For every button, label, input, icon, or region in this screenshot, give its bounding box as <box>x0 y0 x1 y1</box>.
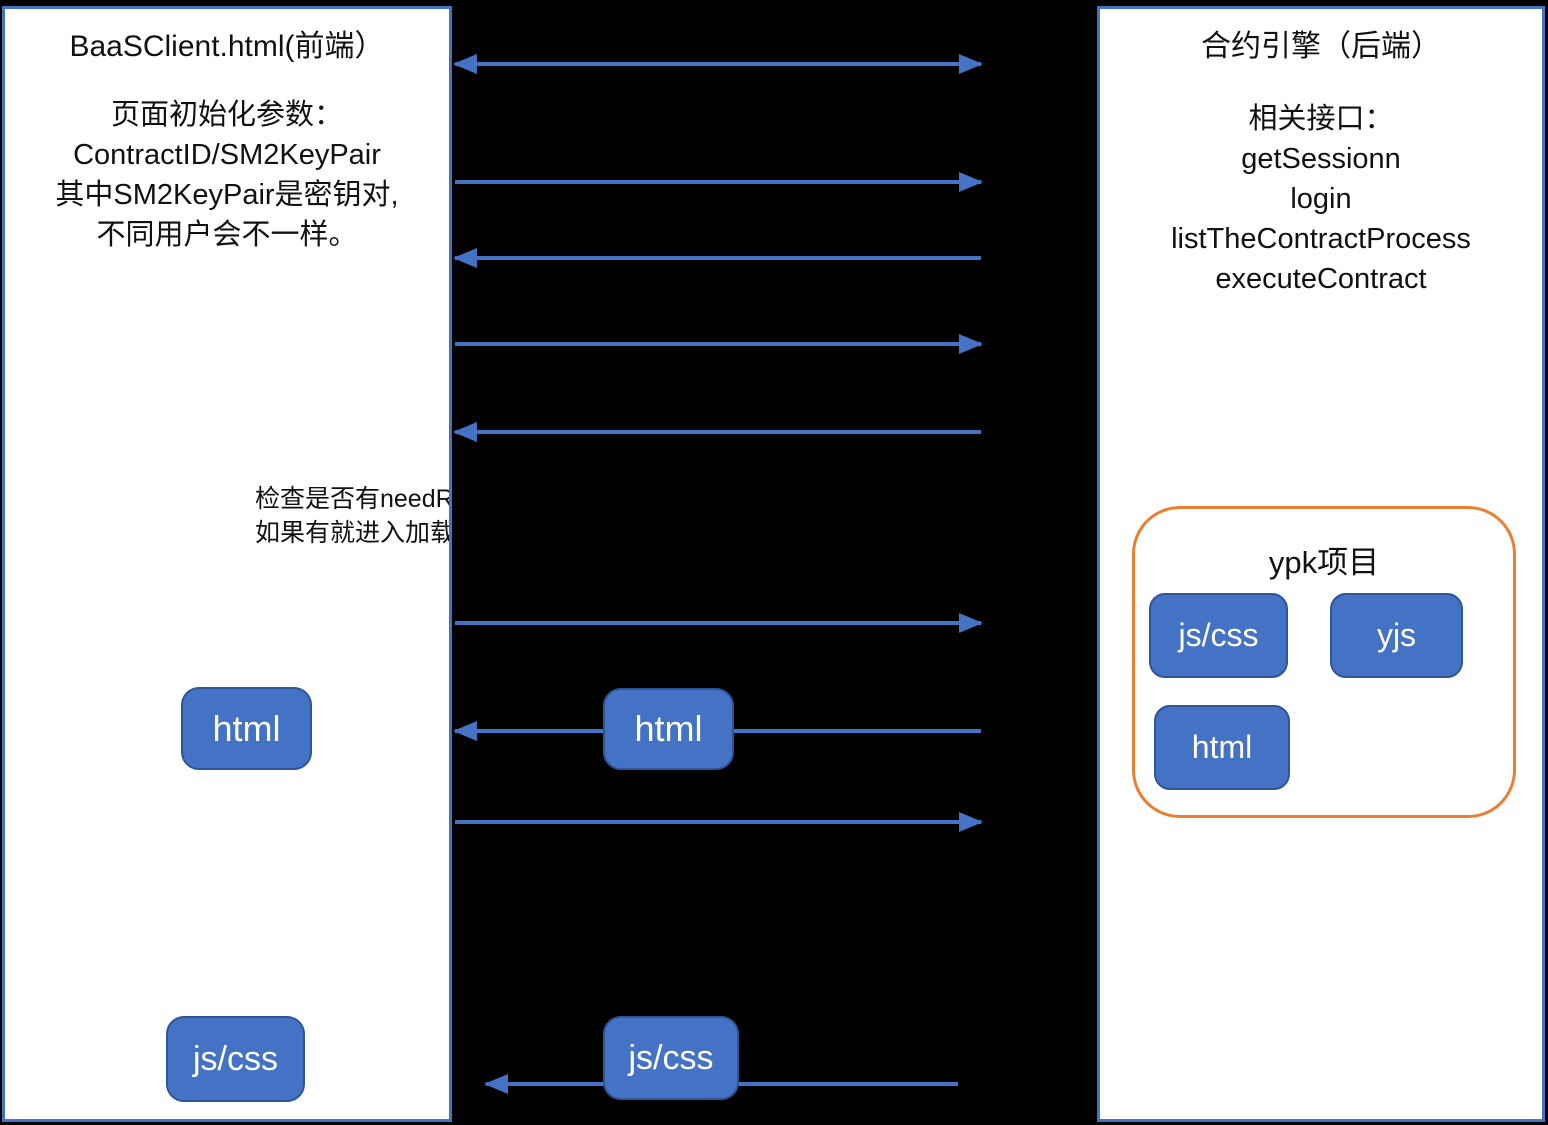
transfer-html-label: html <box>634 708 703 749</box>
ypk-yjs-box: yjs <box>1330 593 1463 678</box>
backend-api-line-4: listTheContractProcess <box>1171 223 1471 255</box>
sequence-arrow-3-left <box>453 248 981 268</box>
needrefresh-annotation-line-1: 检查是否有needR <box>255 485 452 513</box>
frontend-panel: BaaSClient.html(前端） 页面初始化参数： ContractID/… <box>2 6 452 1122</box>
sequence-arrow-8-right <box>455 812 983 832</box>
frontend-html-box: html <box>181 687 312 770</box>
backend-panel: 合约引擎（后端） 相关接口： getSessionn login listThe… <box>1097 6 1545 1122</box>
sequence-arrow-2-right <box>455 172 983 192</box>
transfer-jscss-label: js/css <box>628 1038 714 1077</box>
needrefresh-annotation: 检查是否有needR 如果有就进入加载 <box>255 482 452 550</box>
ypk-html-label: html <box>1191 729 1253 765</box>
backend-api-line-1: 相关接口： <box>1248 103 1394 135</box>
sequence-arrow-5-left <box>453 422 981 442</box>
frontend-panel-title: BaaSClient.html(前端） <box>69 30 385 63</box>
frontend-description-line-1: 页面初始化参数： <box>110 99 343 131</box>
frontend-description-line-3: 其中SM2KeyPair是密钥对, <box>55 179 399 211</box>
frontend-description-line-2: ContractID/SM2KeyPair <box>73 139 381 171</box>
ypk-project-title: ypk项目 <box>1268 545 1380 580</box>
sequence-arrow-6-right <box>455 613 983 633</box>
transfer-html-box: html <box>603 688 734 770</box>
backend-api-line-3: login <box>1290 183 1352 215</box>
frontend-description-line-4: 不同用户会不一样。 <box>96 219 358 251</box>
sequence-arrow-1-bidirectional <box>453 54 983 74</box>
ypk-jscss-label: js/css <box>1178 617 1259 653</box>
backend-api-line-2: getSessionn <box>1241 143 1401 175</box>
ypk-html-box: html <box>1154 705 1290 790</box>
backend-api-line-5: executeContract <box>1215 263 1427 295</box>
frontend-panel-description: 页面初始化参数： ContractID/SM2KeyPair 其中SM2KeyP… <box>5 95 449 255</box>
needrefresh-annotation-line-2: 如果有就进入加载 <box>255 519 452 547</box>
backend-panel-api-list: 相关接口： getSessionn login listTheContractP… <box>1100 99 1542 299</box>
ypk-jscss-box: js/css <box>1149 593 1288 678</box>
ypk-project-container: ypk项目 js/css yjs html <box>1132 506 1516 818</box>
sequence-arrow-4-right <box>455 334 983 354</box>
frontend-jscss-label: js/css <box>193 1039 278 1078</box>
backend-panel-title: 合约引擎（后端） <box>1201 30 1441 63</box>
transfer-jscss-box: js/css <box>603 1016 739 1100</box>
ypk-yjs-label: yjs <box>1376 617 1417 653</box>
frontend-jscss-box: js/css <box>166 1016 305 1102</box>
frontend-html-label: html <box>212 707 281 749</box>
